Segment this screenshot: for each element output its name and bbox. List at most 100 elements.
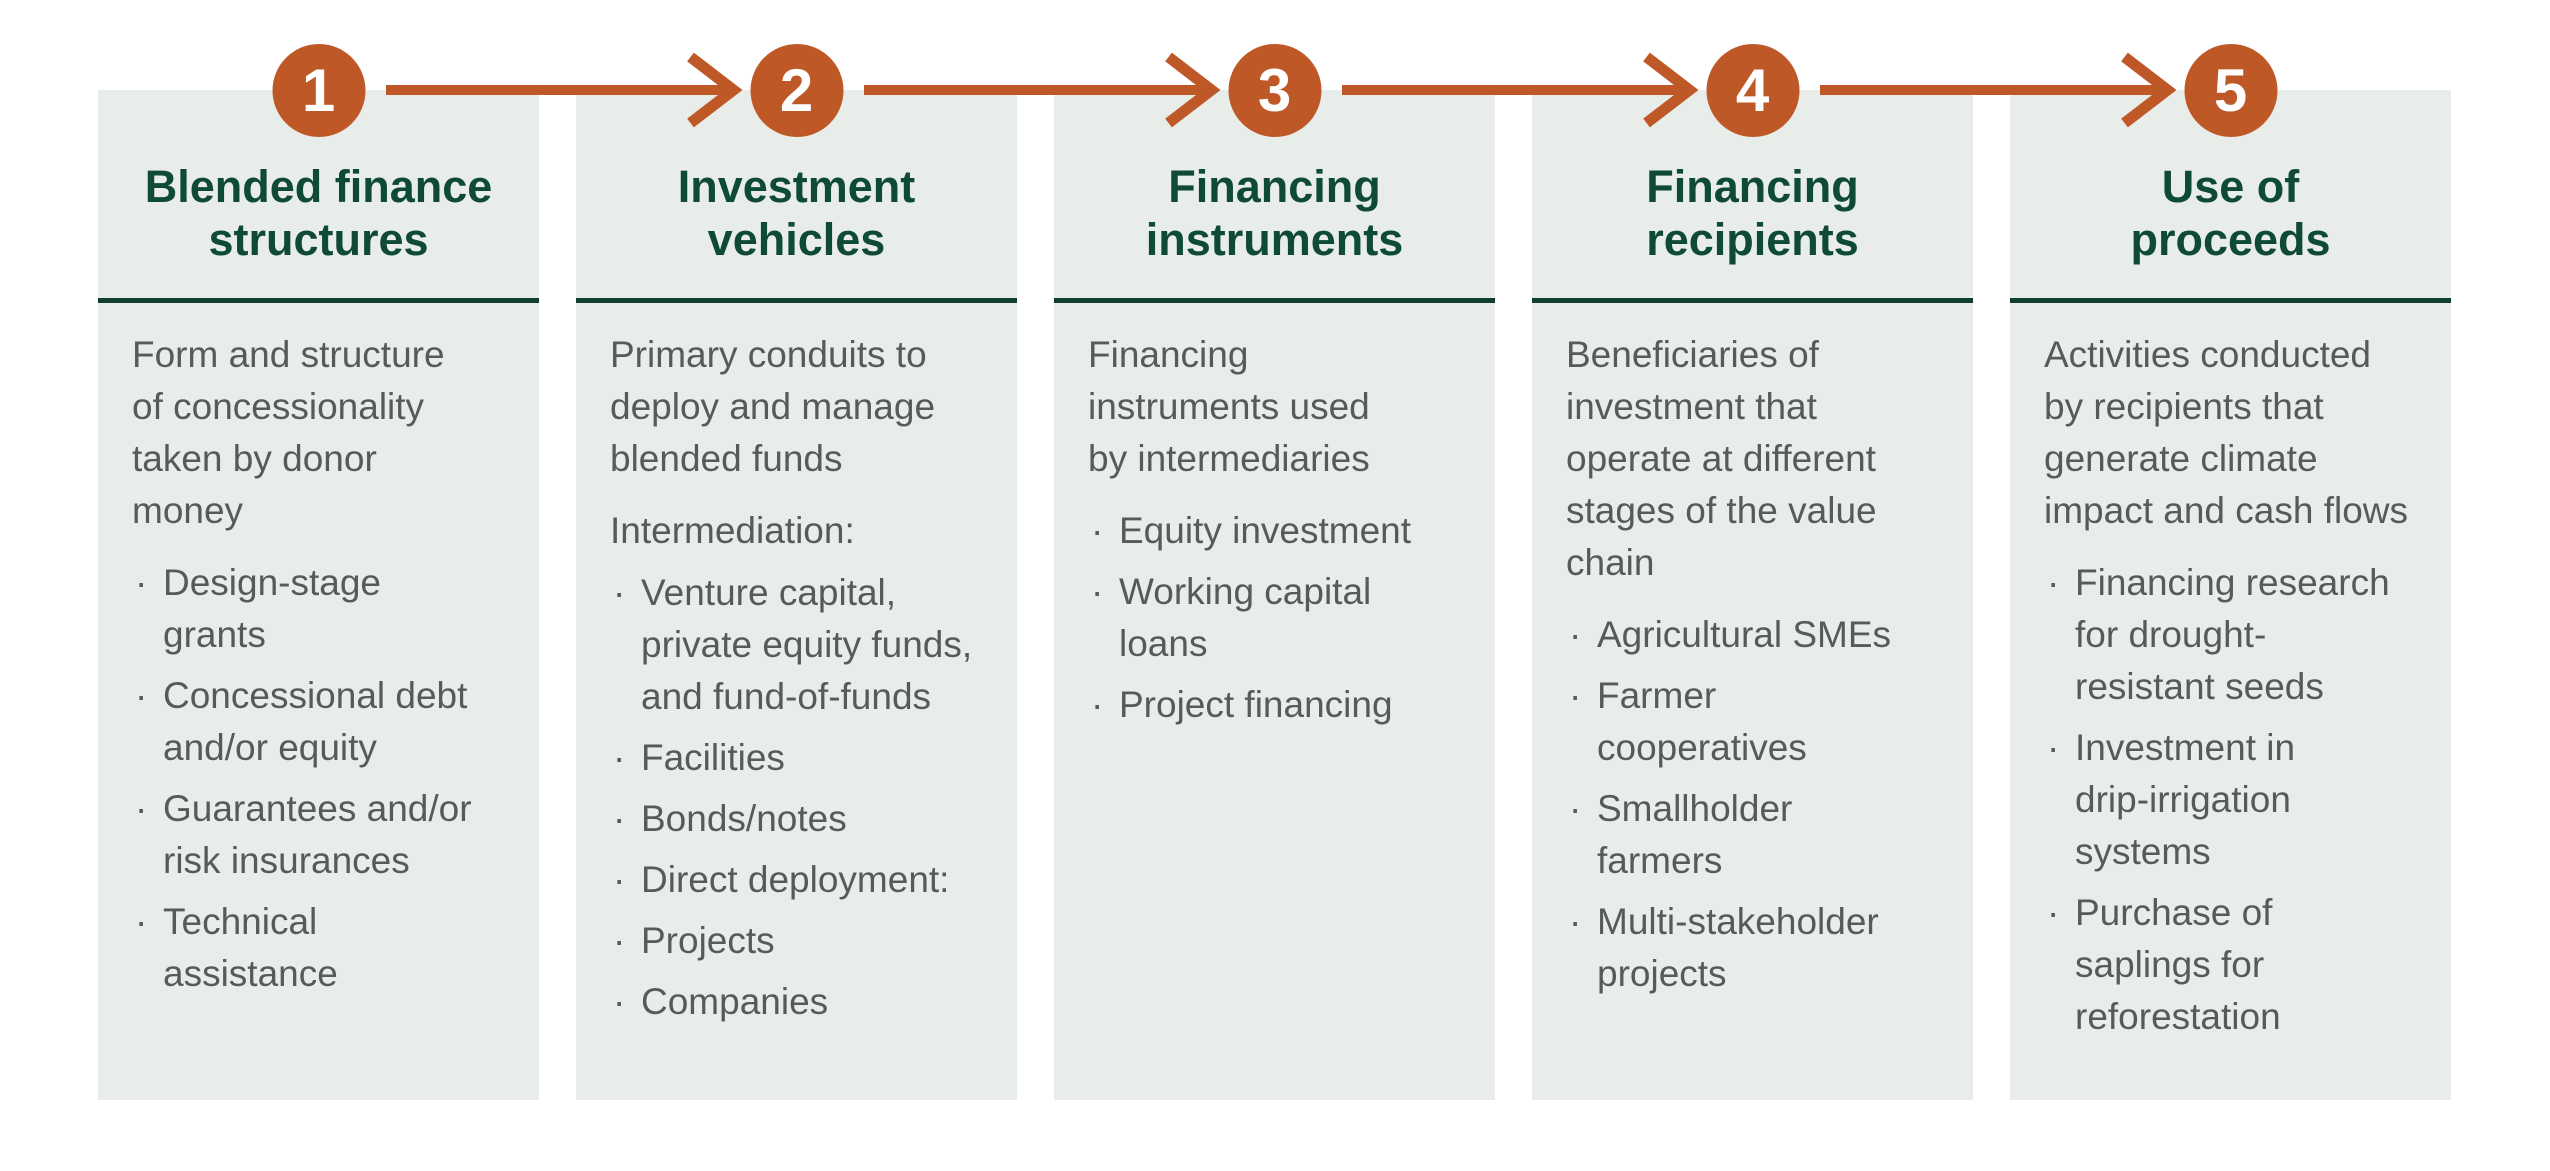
bullet-dot: ·: [613, 859, 626, 900]
bullet-item: · Direct deployment:: [613, 854, 1001, 906]
step-intro: Activities conducted by recipients that …: [2044, 334, 2409, 531]
bullet-item: ·Multi-stakeholder projects: [1569, 896, 1957, 1000]
bullet-item: · Venture capital, private equity funds, …: [613, 567, 1001, 723]
step-card: Use of proceeds Activities conducted by …: [2010, 90, 2451, 1100]
bullet-dot: ·: [1569, 675, 1582, 716]
bullet-item: · Bonds/notes: [613, 793, 1001, 845]
bullet-text: Working capital loans: [1119, 571, 1372, 664]
step-heading: Financing recipients: [1646, 161, 1859, 265]
bullet-dot: ·: [1091, 684, 1104, 725]
arrow-icon: [1820, 52, 2177, 128]
step-column-5: 5 Use of proceeds Activities conducted b…: [2010, 0, 2451, 1171]
bullet-text: Direct deployment:: [641, 859, 950, 900]
bullet-item: · Purchase of saplings for reforestation: [2047, 887, 2435, 1043]
step-number: 4: [1735, 56, 1770, 124]
bullet-text: Technical assistance: [163, 901, 338, 994]
bullet-item: · Concessional debt and/or equity: [135, 670, 523, 774]
divider: [1532, 298, 1973, 303]
bullet-list: · Equity investment · Working capital loan…: [1091, 505, 1479, 731]
step-column-1: 1 Blended finance structures Form and st…: [98, 0, 539, 1171]
step-heading: Use of proceeds: [2130, 161, 2331, 265]
bullet-item: ·Facilities: [613, 732, 1001, 784]
step-heading: Blended finance structures: [144, 161, 493, 265]
bullet-text: Multi-stakeholder projects: [1597, 901, 1879, 994]
bullet-dot: ·: [2047, 562, 2060, 603]
bullet-text: Smallholder farmers: [1597, 788, 1793, 881]
bullet-text: Purchase of saplings for reforestation: [2075, 892, 2281, 1037]
bullet-dot: ·: [2047, 892, 2060, 933]
bullet-dot: ·: [135, 675, 148, 716]
bullet-list: · Financing research for drought- resista…: [2047, 557, 2435, 1043]
bullet-item: · Investment in drip-irrigation systems: [2047, 722, 2435, 878]
bullet-text: Projects: [641, 920, 775, 961]
step-intro: Financing instruments used by intermedia…: [1088, 334, 1370, 479]
bullet-item: · Farmer cooperatives: [1569, 670, 1957, 774]
step-subheading: Intermediation:: [610, 510, 855, 551]
divider: [2010, 298, 2451, 303]
bullet-dot: ·: [613, 798, 626, 839]
step-card: Blended finance structures Form and stru…: [98, 90, 539, 1100]
bullet-dot: ·: [613, 572, 626, 613]
step-intro: Beneficiaries of investment that operate…: [1566, 334, 1877, 583]
step-circle-3: 3: [1228, 44, 1321, 137]
step-circle-1: 1: [272, 44, 365, 137]
step-column-3: 3 Financing instruments Financing instru…: [1054, 0, 1495, 1171]
bullet-list: · Venture capital, private equity funds, …: [613, 567, 1001, 1028]
divider: [98, 298, 539, 303]
bullet-dot: ·: [1091, 571, 1104, 612]
bullet-dot: ·: [135, 562, 148, 603]
bullet-dot: ·: [613, 981, 626, 1022]
step-number: 1: [301, 56, 336, 124]
bullet-text: Financing research for drought- resistan…: [2075, 562, 2390, 707]
arrow-icon: [1342, 52, 1699, 128]
bullet-text: Bonds/notes: [641, 798, 847, 839]
step-intro: Primary conduits to deploy and manage bl…: [610, 334, 936, 479]
divider: [1054, 298, 1495, 303]
arrow-icon: [864, 52, 1221, 128]
bullet-dot: ·: [613, 920, 626, 961]
step-column-4: 4 Financing recipients Beneficiaries of …: [1532, 0, 1973, 1171]
bullet-item: · Design-stage grants: [135, 557, 523, 661]
step-number: 3: [1257, 56, 1292, 124]
arrow-icon: [386, 52, 743, 128]
bullet-text: Equity investment: [1119, 510, 1412, 551]
bullet-text: Agricultural SMEs: [1597, 614, 1892, 655]
bullet-text: Venture capital, private equity funds, a…: [641, 572, 973, 717]
step-card: Investment vehicles Primary conduits to …: [576, 90, 1017, 1100]
bullet-item: · Equity investment: [1091, 505, 1479, 557]
bullet-item: · Guarantees and/or risk insurances: [135, 783, 523, 887]
bullet-dot: ·: [613, 737, 626, 778]
bullet-item: · Project financing: [1091, 679, 1479, 731]
step-circle-4: 4: [1706, 44, 1799, 137]
bullet-text: Project financing: [1119, 684, 1393, 725]
bullet-dot: ·: [2047, 727, 2060, 768]
step-card: Financing instruments Financing instrume…: [1054, 90, 1495, 1100]
step-heading: Financing instruments: [1145, 161, 1404, 265]
step-heading: Investment vehicles: [677, 161, 916, 265]
bullet-item: · Technical assistance: [135, 896, 523, 1000]
bullet-item: · Financing research for drought- resista…: [2047, 557, 2435, 713]
bullet-dot: ·: [135, 901, 148, 942]
step-intro: Form and structure of concessionality ta…: [132, 334, 445, 531]
bullet-text: Design-stage grants: [163, 562, 382, 655]
flow-arrows: [386, 52, 2177, 128]
bullet-dot: ·: [1091, 510, 1104, 551]
bullet-text: Concessional debt and/or equity: [163, 675, 468, 768]
bullet-text: Investment in drip-irrigation systems: [2075, 727, 2296, 872]
divider: [576, 298, 1017, 303]
bullet-text: Farmer cooperatives: [1597, 675, 1807, 768]
step-circle-2: 2: [750, 44, 843, 137]
bullet-text: Guarantees and/or risk insurances: [163, 788, 472, 881]
bullet-item: · Companies: [613, 976, 1001, 1028]
bullet-dot: ·: [1569, 614, 1582, 655]
step-number: 2: [779, 56, 814, 124]
bullet-item: · Agricultural SMEs: [1569, 609, 1957, 661]
step-circle-5: 5: [2184, 44, 2277, 137]
step-number: 5: [2213, 56, 2248, 124]
bullet-dot: ·: [135, 788, 148, 829]
bullet-item: · Working capital loans: [1091, 566, 1479, 670]
step-card: Financing recipients Beneficiaries of in…: [1532, 90, 1973, 1100]
bullet-list: · Design-stage grants · Concessional debt …: [135, 557, 523, 1000]
bullet-text: Companies: [641, 981, 829, 1022]
